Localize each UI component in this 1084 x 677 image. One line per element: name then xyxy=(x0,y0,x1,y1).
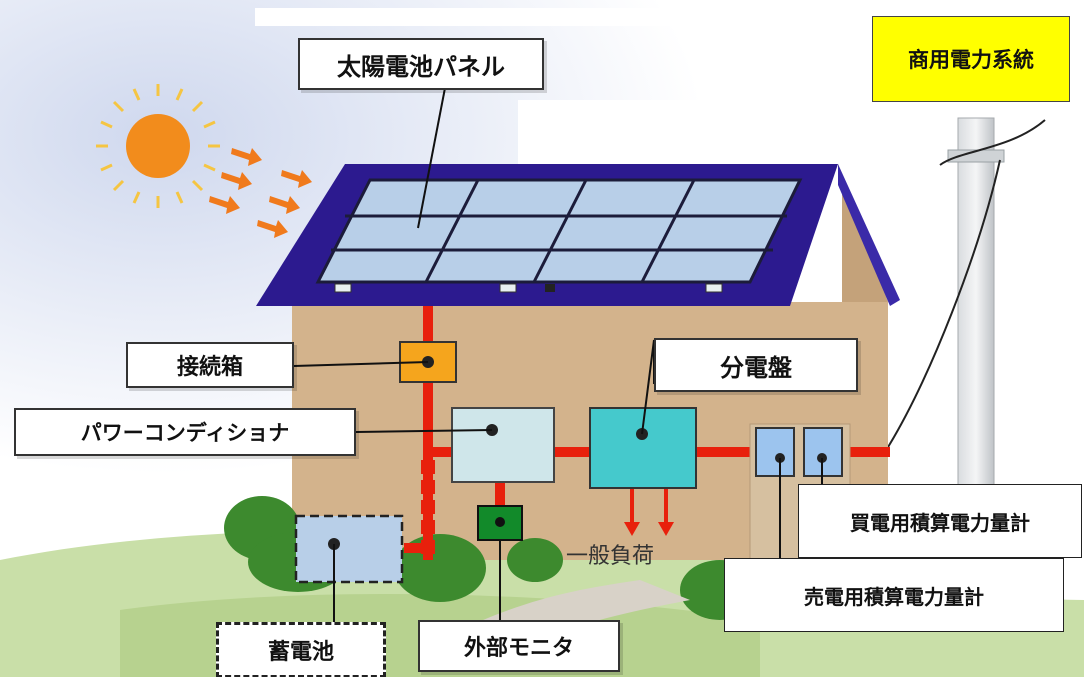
top-white-band xyxy=(255,8,840,26)
buy-meter-label: 買電用積算電力量計 xyxy=(798,484,1082,558)
battery-unit xyxy=(294,514,404,584)
solar-panel-array xyxy=(315,178,803,293)
sell-meter-unit xyxy=(755,427,795,477)
solar-panel-label: 太陽電池パネル xyxy=(298,38,544,90)
sun-icon xyxy=(96,84,220,208)
power-conditioner-unit xyxy=(451,407,555,483)
leader-lines xyxy=(293,87,823,622)
distribution-board-label: 分電盤 xyxy=(654,338,858,392)
external-monitor-dot xyxy=(495,517,505,527)
sunlight-arrows-icon xyxy=(209,148,312,238)
load-arrows-icon xyxy=(624,522,674,536)
power-conditioner-label: パワーコンディショナ xyxy=(14,408,356,456)
junction-box-label: 接続箱 xyxy=(126,342,294,388)
general-load-label: 一般負荷 xyxy=(566,544,655,569)
battery-label: 蓄電池 xyxy=(216,622,386,677)
grid-label: 商用電力系統 xyxy=(872,16,1070,102)
white-box xyxy=(518,100,794,164)
sell-meter-label: 売電用積算電力量計 xyxy=(724,558,1064,632)
external-monitor-label: 外部モニタ xyxy=(418,620,620,672)
